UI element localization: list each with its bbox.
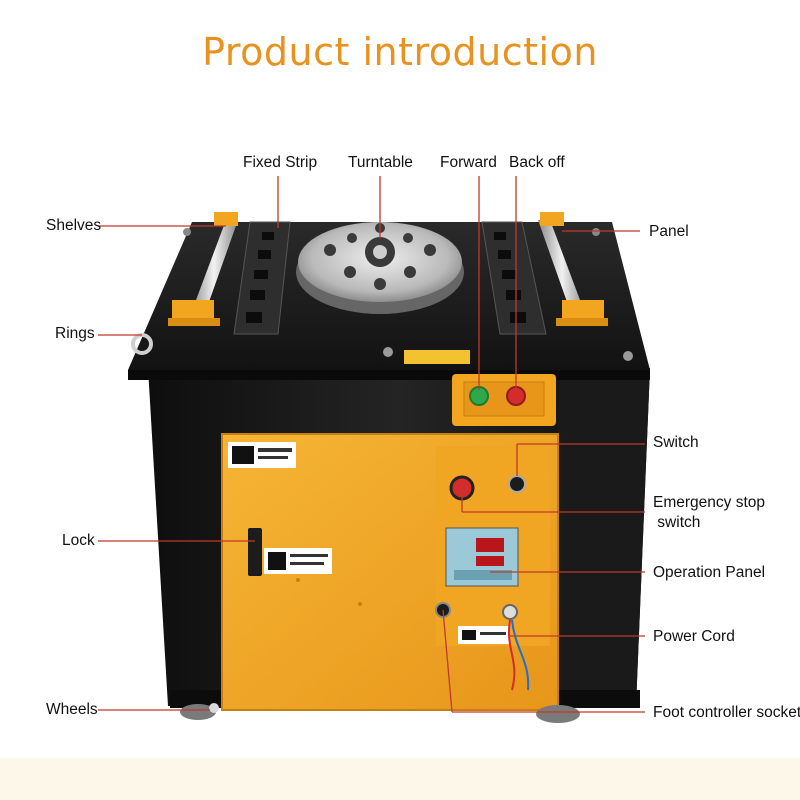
wheels bbox=[180, 703, 580, 723]
label-forward: Forward bbox=[440, 154, 497, 171]
label-wheels: Wheels bbox=[46, 701, 98, 718]
shelf-left bbox=[168, 212, 238, 326]
label-shelves: Shelves bbox=[46, 217, 102, 234]
bottom-strip bbox=[0, 758, 800, 800]
label-switch: Switch bbox=[653, 434, 699, 451]
label-lock: Lock bbox=[62, 532, 95, 549]
label-operation-panel: Operation Panel bbox=[653, 564, 766, 581]
label-emergency-stop-line2: switch bbox=[653, 514, 701, 531]
label-back-off: Back off bbox=[509, 154, 565, 171]
label-power-cord: Power Cord bbox=[653, 628, 735, 645]
fixed-strip-left bbox=[233, 221, 291, 335]
leader-lines bbox=[98, 176, 645, 713]
button-box bbox=[452, 374, 556, 426]
label-panel: Panel bbox=[649, 223, 689, 240]
label-turntable: Turntable bbox=[348, 154, 413, 171]
label-fixed-strip: Fixed Strip bbox=[243, 154, 318, 171]
label-emergency-stop-line1: Emergency stop bbox=[653, 494, 765, 511]
label-rings: Rings bbox=[55, 325, 95, 342]
label-foot-controller-socket: Foot controller socket bbox=[653, 704, 800, 721]
turntable bbox=[296, 222, 464, 314]
fixed-strip-right bbox=[481, 221, 547, 335]
page-title: Product introduction bbox=[202, 30, 598, 74]
cabinet-door bbox=[221, 433, 559, 711]
shelf-right bbox=[538, 212, 608, 326]
